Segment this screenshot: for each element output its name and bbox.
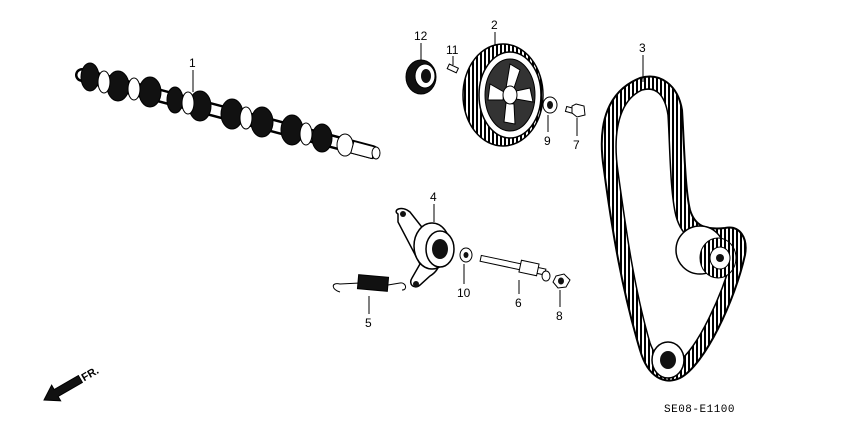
callout-labels: 1 2 3 4 5 6 7 8 9 10 11 12 bbox=[189, 18, 646, 330]
callout-10: 10 bbox=[457, 286, 471, 300]
callout-8: 8 bbox=[556, 309, 563, 323]
callout-3: 3 bbox=[639, 41, 646, 55]
leader-lines bbox=[192, 32, 644, 314]
callout-1: 1 bbox=[189, 56, 196, 70]
spring bbox=[332, 274, 407, 293]
tensioner bbox=[395, 207, 455, 288]
front-direction-arrow: FR. bbox=[43, 365, 101, 402]
oil-seal bbox=[405, 59, 437, 95]
timing-belt bbox=[600, 75, 747, 382]
nut bbox=[552, 273, 571, 289]
direction-label: FR. bbox=[80, 365, 101, 384]
callout-7: 7 bbox=[573, 138, 580, 152]
callout-12: 12 bbox=[414, 29, 428, 43]
callout-5: 5 bbox=[365, 316, 372, 330]
washer-9 bbox=[542, 96, 558, 114]
bolt-7 bbox=[564, 103, 586, 118]
diagram-code: SE08-E1100 bbox=[664, 404, 735, 416]
callout-11: 11 bbox=[446, 43, 459, 57]
camshaft bbox=[75, 62, 381, 160]
callout-4: 4 bbox=[430, 190, 437, 204]
callout-9: 9 bbox=[544, 134, 551, 148]
pin bbox=[446, 63, 460, 74]
washer-10 bbox=[459, 247, 473, 263]
stud-bolt bbox=[479, 254, 551, 282]
callout-2: 2 bbox=[491, 18, 498, 32]
camshaft-pulley bbox=[462, 43, 544, 147]
callout-6: 6 bbox=[515, 296, 522, 310]
